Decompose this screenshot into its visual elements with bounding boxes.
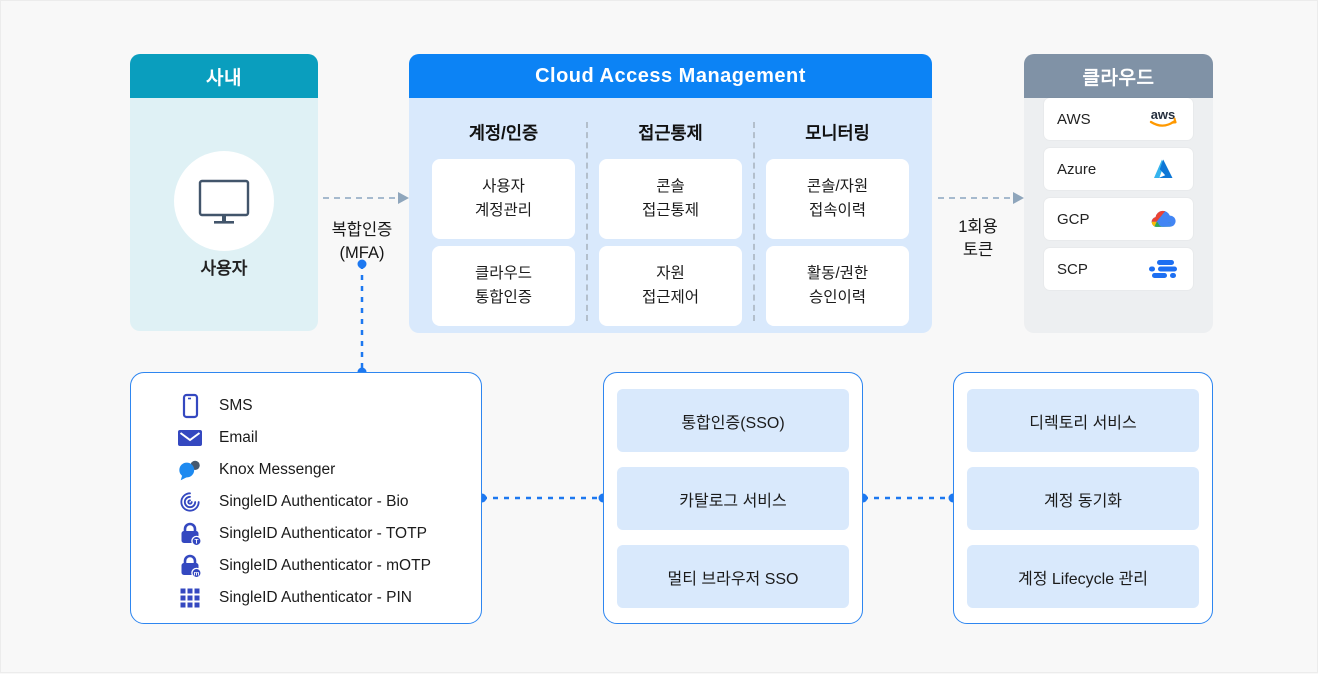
cloud-panel: 클라우드 AWS aws Azure GCP (1024, 54, 1213, 333)
provider-name: SCP (1057, 260, 1088, 278)
connector-mfa-to-auth (357, 259, 367, 377)
auth-method-sms: SMS (177, 390, 481, 422)
service-card-sso: 통합인증(SSO) (617, 389, 849, 452)
cam-column-title: 계정/인증 (468, 123, 539, 143)
cam-card: 콘솔 접근통제 (599, 159, 742, 239)
auth-method-email: Email (177, 422, 481, 454)
fingerprint-icon (177, 489, 203, 515)
cam-card: 자원 접근제어 (599, 246, 742, 326)
auth-method-label: SMS (219, 397, 253, 414)
arrow-onprem-to-cam (323, 192, 409, 204)
provider-card-scp: SCP (1044, 248, 1193, 290)
messenger-icon (177, 457, 203, 483)
auth-method-knox: Knox Messenger (177, 454, 481, 486)
service-card-directory: 디렉토리 서비스 (967, 389, 1199, 452)
auth-method-totp: T SingleID Authenticator - TOTP (177, 518, 481, 550)
auth-method-label: Knox Messenger (219, 461, 336, 478)
user-avatar (174, 151, 274, 251)
email-icon (177, 425, 203, 451)
auth-method-label: Email (219, 429, 258, 446)
auth-method-label: SingleID Authenticator - TOTP (219, 525, 427, 542)
pin-grid-icon (177, 585, 203, 611)
service-card-catalog: 카탈로그 서비스 (617, 467, 849, 530)
lock-totp-icon: T (177, 521, 203, 547)
mfa-label: 복합인증 (MFA) (331, 221, 393, 263)
column-divider (753, 122, 755, 321)
service-card-multibrowser: 멀티 브라우저 SSO (617, 545, 849, 608)
column-divider (586, 122, 588, 321)
svg-text:T: T (195, 539, 199, 546)
cam-card: 사용자 계정관리 (432, 159, 575, 239)
provider-name: AWS (1057, 110, 1091, 128)
arrow-cam-to-cloud (938, 192, 1024, 204)
user-label: 사용자 (200, 259, 248, 278)
cam-card: 활동/권한 승인이력 (766, 246, 909, 326)
cam-column-title: 모니터링 (805, 123, 870, 143)
aws-logo-icon: aws (1146, 105, 1180, 133)
svg-text:aws: aws (1151, 107, 1176, 122)
auth-method-label: SingleID Authenticator - mOTP (219, 557, 431, 574)
cam-card: 클라우드 통합인증 (432, 246, 575, 326)
onprem-panel-title: 사내 (130, 54, 318, 98)
auth-method-bio: SingleID Authenticator - Bio (177, 486, 481, 518)
auth-methods-panel: SMS Email Knox Messenger (130, 372, 482, 624)
azure-logo-icon (1146, 155, 1180, 183)
sso-services-panel: 통합인증(SSO) 카탈로그 서비스 멀티 브라우저 SSO (603, 372, 863, 624)
cam-column-title: 접근통제 (638, 123, 703, 143)
cam-column-account: 계정/인증 사용자 계정관리 클라우드 통합인증 (421, 108, 586, 333)
auth-method-label: SingleID Authenticator - Bio (219, 493, 409, 510)
cam-column-monitoring: 모니터링 콘솔/자원 접속이력 활동/권한 승인이력 (755, 108, 920, 333)
cam-card: 콘솔/자원 접속이력 (766, 159, 909, 239)
provider-card-azure: Azure (1044, 148, 1193, 190)
provider-card-gcp: GCP (1044, 198, 1193, 240)
onprem-panel: 사내 사용자 (130, 54, 318, 331)
token-label: 1회용 토큰 (958, 218, 998, 260)
cloud-panel-title: 클라우드 (1024, 54, 1213, 98)
scp-logo-icon (1146, 255, 1180, 283)
auth-method-label: SingleID Authenticator - PIN (219, 589, 412, 606)
provider-card-aws: AWS aws (1044, 98, 1193, 140)
connector-sso-to-dir (858, 493, 958, 503)
directory-services-panel: 디렉토리 서비스 계정 동기화 계정 Lifecycle 관리 (953, 372, 1213, 624)
auth-method-motp: m SingleID Authenticator - mOTP (177, 550, 481, 582)
connector-auth-to-sso (477, 493, 608, 503)
monitor-icon (195, 176, 253, 226)
phone-icon (177, 393, 203, 419)
auth-method-pin: SingleID Authenticator - PIN (177, 582, 481, 614)
cam-column-access: 접근통제 콘솔 접근통제 자원 접근제어 (588, 108, 753, 333)
service-card-sync: 계정 동기화 (967, 467, 1199, 530)
service-card-lifecycle: 계정 Lifecycle 관리 (967, 545, 1199, 608)
gcp-logo-icon (1146, 205, 1180, 233)
provider-name: Azure (1057, 160, 1097, 178)
provider-name: GCP (1057, 210, 1090, 228)
cam-panel-title: Cloud Access Management (409, 54, 932, 98)
lock-motp-icon: m (177, 553, 203, 579)
cam-panel: Cloud Access Management 계정/인증 사용자 계정관리 클… (409, 54, 932, 333)
svg-text:m: m (194, 570, 200, 577)
